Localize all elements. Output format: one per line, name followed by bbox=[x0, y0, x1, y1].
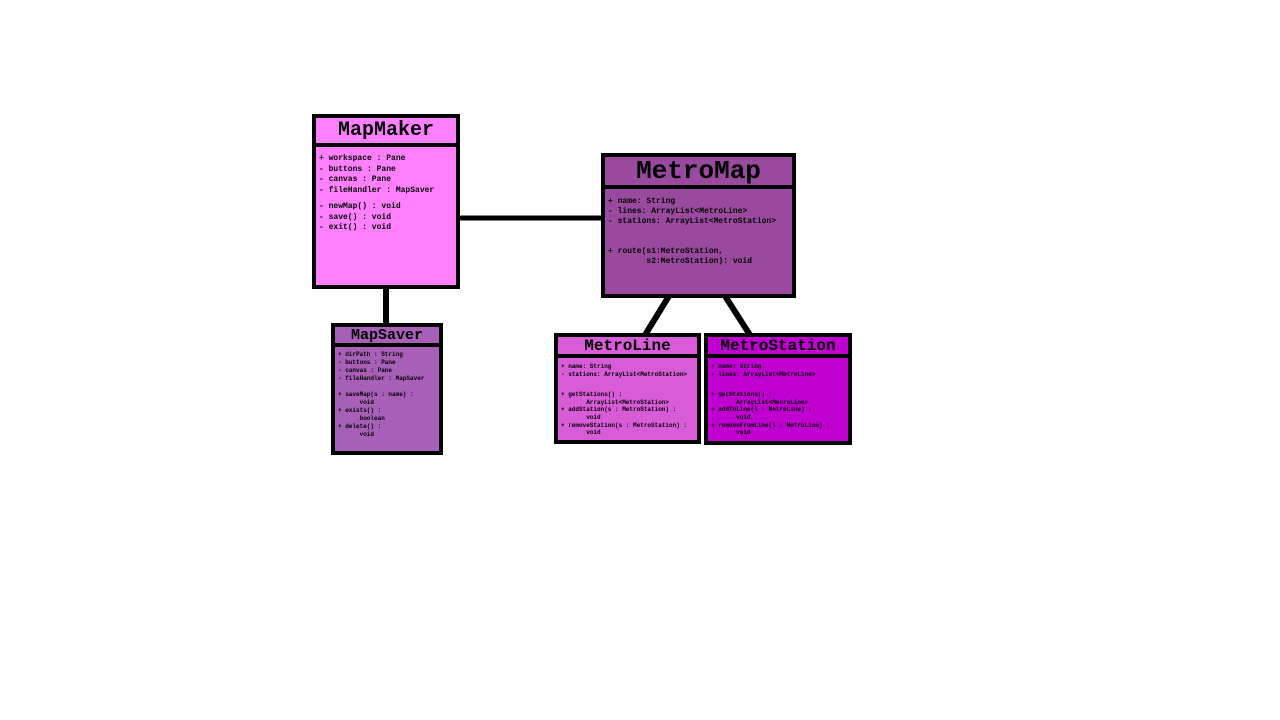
class-name: MetroStation bbox=[708, 337, 848, 358]
class-name: MapSaver bbox=[335, 327, 439, 347]
member-line: void bbox=[338, 399, 375, 406]
member-line: + delete() : bbox=[338, 423, 382, 430]
class-name: MetroLine bbox=[558, 337, 697, 358]
member-line: + name: String bbox=[711, 363, 762, 370]
member-line: void bbox=[561, 429, 601, 437]
class-box-metroline[interactable]: MetroLine + name: String- stations: Arra… bbox=[554, 333, 701, 444]
member-line: void bbox=[561, 413, 601, 421]
member-line: - canvas : Pane bbox=[338, 367, 393, 374]
member-line: ArrayList<MetroLine> bbox=[711, 398, 809, 406]
class-name: MetroMap bbox=[605, 157, 792, 189]
member-line: void bbox=[711, 429, 751, 437]
member-line: + saveMap(s : name) : bbox=[338, 391, 414, 398]
member-line: + removeFromLine(l : MetroLine) : bbox=[711, 421, 830, 429]
class-name: MapMaker bbox=[316, 118, 456, 147]
operations-section: - newMap() : void- save() : void- exit()… bbox=[316, 196, 456, 234]
class-box-metrostation[interactable]: MetroStation + name: String- lines: Arra… bbox=[704, 333, 852, 445]
member-line: - fileHandler : MapSaver bbox=[338, 375, 425, 382]
member-line: + removeStation(s : MetroStation) : bbox=[561, 421, 688, 429]
member-line: - exit() : void bbox=[319, 223, 392, 232]
member-line: - stations: ArrayList<MetroStation> bbox=[608, 217, 777, 226]
member-line: + name: String bbox=[561, 363, 612, 370]
attributes-section: + name: String- lines: ArrayList<MetroLi… bbox=[708, 358, 848, 378]
member-line: - buttons : Pane bbox=[338, 359, 396, 366]
operations-section: + saveMap(s : name) : void+ exists() : b… bbox=[335, 383, 439, 439]
attributes-section: + dirPath : String- buttons : Pane- canv… bbox=[335, 347, 439, 383]
member-line: - canvas : Pane bbox=[319, 175, 392, 184]
member-line: + getStations() : bbox=[561, 391, 623, 399]
member-line: void bbox=[338, 431, 375, 438]
member-line: + dirPath : String bbox=[338, 351, 403, 358]
member-line: ArrayList<MetroStation> bbox=[561, 398, 670, 406]
operations-section: + getStations() : ArrayList<MetroStation… bbox=[558, 378, 697, 437]
member-line: s2:MetroStation): void bbox=[608, 257, 753, 266]
class-box-mapsaver[interactable]: MapSaver + dirPath : String- buttons : P… bbox=[331, 323, 443, 455]
operations-section: + getStations() : ArrayList<MetroLine>+ … bbox=[708, 378, 848, 437]
member-line: + exists() : bbox=[338, 407, 382, 414]
member-line: void bbox=[711, 413, 751, 421]
association-metromap-metroline bbox=[642, 294, 672, 337]
operations-section: + route(s1:MetroStation, s2:MetroStation… bbox=[605, 227, 792, 267]
member-line: + addStation(s : MetroStation) : bbox=[561, 406, 677, 414]
member-line: - buttons : Pane bbox=[319, 164, 396, 174]
member-line: - save() : void bbox=[319, 212, 392, 222]
member-line: + workspace : Pane bbox=[319, 154, 406, 163]
member-line: + addToLine(l : MetroLine) : bbox=[711, 406, 812, 414]
member-line: - lines: ArrayList<MetroLine> bbox=[711, 370, 816, 378]
class-box-mapmaker[interactable]: MapMaker + workspace : Pane- buttons : P… bbox=[312, 114, 460, 289]
association-metromap-metrostation bbox=[722, 294, 753, 337]
member-line: + getStations() : bbox=[711, 391, 773, 399]
member-line: boolean bbox=[338, 415, 385, 422]
member-line: + name: String bbox=[608, 197, 676, 206]
attributes-section: + name: String- lines: ArrayList<MetroLi… bbox=[605, 189, 792, 227]
member-line: - newMap() : void bbox=[319, 202, 401, 211]
member-line: - lines: ArrayList<MetroLine> bbox=[608, 207, 748, 216]
member-line: - fileHandler : MapSaver bbox=[319, 185, 435, 195]
attributes-section: + name: String- stations: ArrayList<Metr… bbox=[558, 358, 697, 378]
member-line: + route(s1:MetroStation, bbox=[608, 247, 724, 256]
class-box-metromap[interactable]: MetroMap + name: String- lines: ArrayLis… bbox=[601, 153, 796, 298]
attributes-section: + workspace : Pane- buttons : Pane- canv… bbox=[316, 147, 456, 196]
member-line: - stations: ArrayList<MetroStation> bbox=[561, 370, 688, 378]
